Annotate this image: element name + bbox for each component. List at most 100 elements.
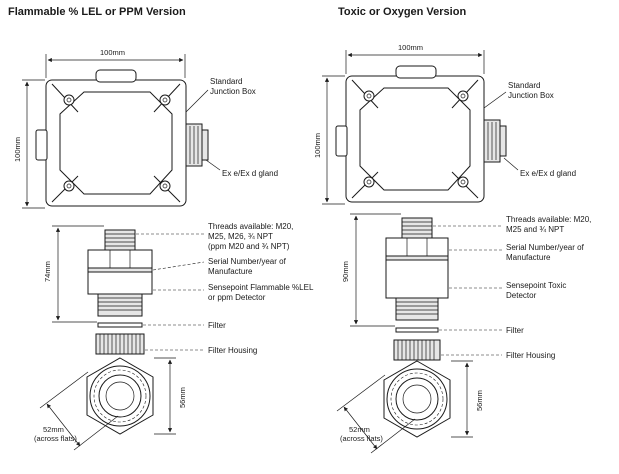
right-box-top-lug — [395, 65, 437, 79]
left-sensor-height-label: 74mm — [43, 261, 52, 282]
left-sensor-hex-nut — [87, 249, 153, 269]
right-gland-nut — [499, 125, 507, 157]
left-corner-screw-center-icon — [66, 97, 72, 103]
left-sensing-head-thread-lines — [98, 297, 142, 311]
left-detector-body — [87, 271, 153, 295]
left-heading: Flammable % LEL or PPM Version — [8, 6, 186, 18]
left-gland-thread-lines — [189, 126, 199, 164]
right-box-octagon-lid — [359, 87, 471, 191]
left-detector-label-line2: or ppm Detector — [208, 293, 266, 302]
right-corner-screw-center-icon — [460, 179, 466, 185]
left-corner-screw-icon — [159, 94, 171, 106]
right-filter-label: Filter — [506, 326, 524, 335]
left-filter-housing-ring — [89, 365, 151, 427]
right-filter-disc — [395, 327, 439, 333]
right-hex-nut-outline — [383, 360, 451, 438]
right-detector-label-line1: Sensepoint Toxic — [506, 281, 566, 290]
right-threads-label-line1: Threads available: M20, — [506, 215, 591, 224]
right-sensor-assembly — [385, 217, 449, 361]
left-serial-label-line1: Serial Number/year of — [208, 257, 287, 266]
left-sensor-thread-lines — [105, 233, 135, 247]
right-serial-label-line2: Manufacture — [506, 253, 551, 262]
right-hex-extension-1 — [336, 374, 386, 412]
left-serial-label-line2: Manufacture — [208, 267, 253, 276]
right-corner-screw-center-icon — [366, 179, 372, 185]
left-sensor-face-outer — [98, 374, 142, 418]
left-box-side-lug — [35, 129, 48, 161]
left-box-top-lug — [95, 69, 137, 83]
right-sensor-height-label: 90mm — [341, 261, 350, 282]
right-corner-screw-icon — [457, 90, 469, 102]
right-heading: Toxic or Oxygen Version — [338, 6, 466, 18]
left-detector-sensing-head — [97, 293, 143, 317]
right-corner-screw-icon — [363, 176, 375, 188]
right-sensor-hex-nut — [385, 237, 449, 257]
left-junction-box — [35, 69, 209, 207]
left-hex-extension-1 — [39, 371, 89, 409]
right-box-side-lug — [335, 125, 348, 157]
right-detector-label-line2: Detector — [506, 291, 537, 300]
left-junction-box-label-line2: Junction Box — [210, 87, 256, 96]
right-serial-band — [385, 255, 449, 261]
left-filter-housing-knurl — [99, 334, 141, 354]
right-height-label: 100mm — [313, 133, 322, 158]
right-across-flats-label: 56mm — [475, 390, 484, 411]
left-filter-disc — [97, 322, 143, 328]
left-across-flats-label: 56mm — [178, 387, 187, 408]
left-height-label: 100mm — [13, 137, 22, 162]
left-corner-screw-icon — [63, 94, 75, 106]
right-gland-leader — [503, 157, 519, 171]
left-filter-housing-label: Filter Housing — [208, 346, 257, 355]
right-sensor-face-outer — [395, 377, 439, 421]
left-width-label: 100mm — [100, 48, 125, 57]
right-hex-extension-2 — [370, 418, 416, 454]
right-corner-screw-icon — [457, 176, 469, 188]
left-threads-label-line1: Threads available: M20, — [208, 222, 293, 231]
right-sensing-head-thread-lines — [396, 301, 438, 315]
right-version: Toxic or Oxygen Version 100mm — [313, 6, 591, 454]
left-threads-label-line2: M25, M26, ¾ NPT — [208, 232, 273, 241]
left-sensor-thread — [104, 229, 136, 251]
right-hex-dimension-line — [343, 406, 378, 450]
right-corner-screw-icon — [363, 90, 375, 102]
right-detector-sensing-head — [395, 297, 439, 321]
left-corner-screw-icon — [63, 180, 75, 192]
left-hex-note: (across flats) — [34, 434, 77, 443]
left-sensor-face-inner — [105, 381, 135, 411]
right-width-label: 100mm — [398, 43, 423, 52]
left-hex-extension-2 — [73, 415, 119, 451]
right-sensor-thread — [401, 217, 433, 239]
left-bottom-view — [86, 357, 154, 435]
right-detector-body — [385, 259, 449, 299]
left-serial-band — [87, 267, 153, 273]
right-serial-label-line1: Serial Number/year of — [506, 243, 585, 252]
left-corner-screw-center-icon — [66, 183, 72, 189]
left-junction-box-label-line1: Standard — [210, 77, 242, 86]
right-knurl-ring — [390, 372, 444, 426]
right-junction-box-leader — [483, 91, 507, 109]
left-gland-leader — [205, 159, 221, 171]
right-hex-note: (across flats) — [340, 434, 383, 443]
right-filter-housing-label: Filter Housing — [506, 351, 555, 360]
right-bottom-view — [383, 360, 451, 438]
left-filter-label: Filter — [208, 321, 226, 330]
left-threads-label-line3: (ppm M20 and ¾ NPT) — [208, 242, 290, 251]
right-gland-label: Ex e/Ex d gland — [520, 169, 576, 178]
right-junction-box — [335, 65, 507, 203]
left-hex-dimension-line — [46, 403, 81, 447]
right-filter-housing-ring — [386, 368, 448, 430]
left-hex-label: 52mm — [43, 425, 64, 434]
left-gland-label: Ex e/Ex d gland — [222, 169, 278, 178]
right-threads-label-line2: M25 and ¾ NPT — [506, 225, 564, 234]
left-box-octagon-lid — [59, 91, 173, 195]
left-junction-box-leader — [185, 89, 209, 113]
left-corner-screw-center-icon — [162, 97, 168, 103]
right-filter-housing — [393, 339, 441, 361]
left-version: Flammable % LEL or PPM Version 100mm — [8, 6, 314, 451]
right-sensor-thread-lines — [402, 221, 432, 235]
left-corner-screw-icon — [159, 180, 171, 192]
left-corner-screw-center-icon — [162, 183, 168, 189]
right-corner-screw-center-icon — [366, 93, 372, 99]
